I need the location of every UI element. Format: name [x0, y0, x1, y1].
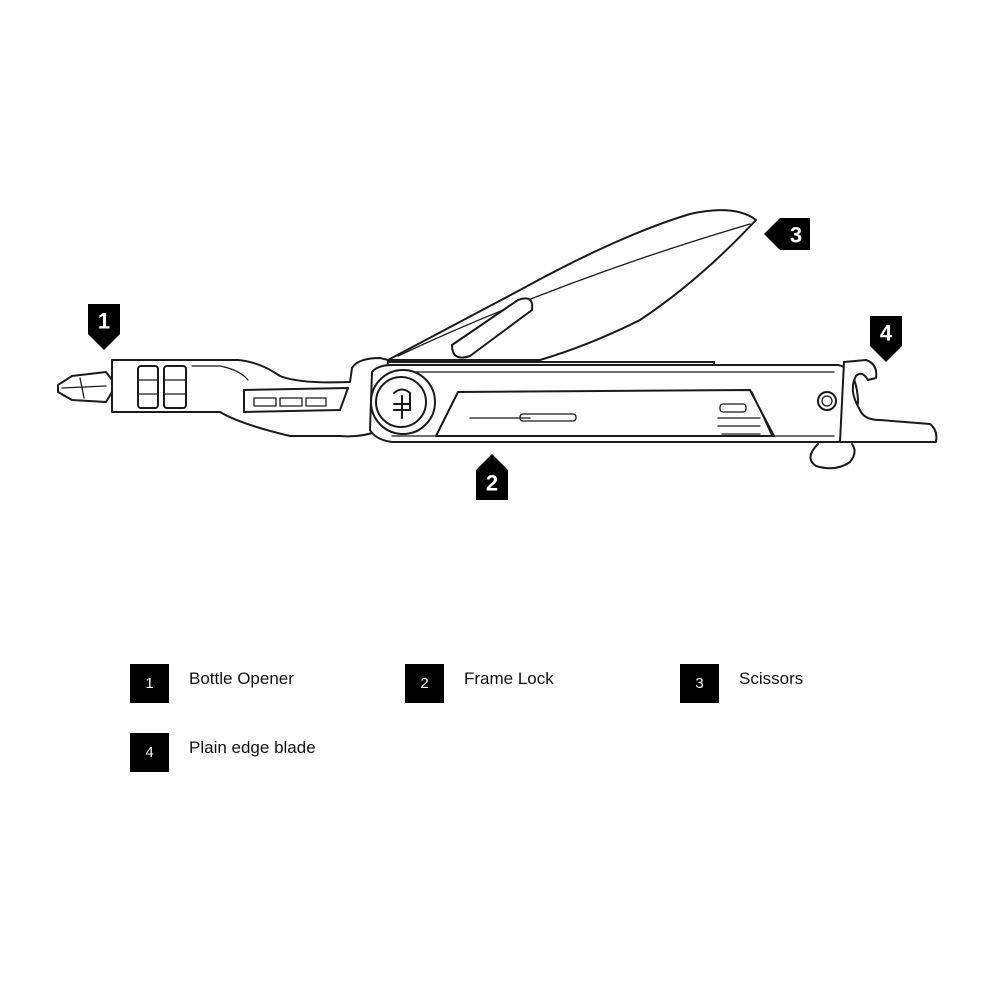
callout-2-number: 2: [486, 471, 498, 496]
legend-label: Frame Lock: [464, 669, 554, 688]
legend-item-plain-edge-blade: 4 Plain edge blade: [130, 733, 316, 772]
callout-2-marker: [476, 454, 508, 500]
bottle-opener-end: [809, 359, 938, 470]
callout-3-marker: [764, 218, 810, 250]
callout-3-number: 3: [790, 223, 802, 248]
legend-badge: 3: [680, 664, 719, 703]
legend-item-frame-lock: 2 Frame Lock: [405, 664, 554, 703]
callout-2: 2: [476, 454, 508, 500]
driver-bit: [57, 371, 113, 403]
callout-3: 3: [764, 218, 810, 250]
callout-4-number: 4: [880, 321, 893, 346]
callout-1: 1: [88, 304, 120, 350]
callout-4-marker: [870, 316, 902, 362]
multitool-illustration: [57, 209, 938, 470]
blade: [387, 209, 757, 361]
handle: [369, 364, 859, 443]
bit-holder: [111, 357, 389, 438]
legend-label: Scissors: [739, 669, 804, 688]
legend-item-scissors: 3 Scissors: [680, 664, 803, 703]
callout-4: 4: [870, 316, 902, 362]
legend-label: Bottle Opener: [189, 669, 294, 688]
legend-badge: 4: [130, 733, 169, 772]
callout-1-number: 1: [98, 309, 110, 334]
legend-badge: 1: [130, 664, 169, 703]
legend-label: Plain edge blade: [189, 738, 316, 757]
brand-logo-icon: [393, 388, 411, 419]
pivot: [370, 369, 436, 435]
callout-1-marker: [88, 304, 120, 350]
legend-item-bottle-opener: 1 Bottle Opener: [130, 664, 294, 703]
legend-badge: 2: [405, 664, 444, 703]
